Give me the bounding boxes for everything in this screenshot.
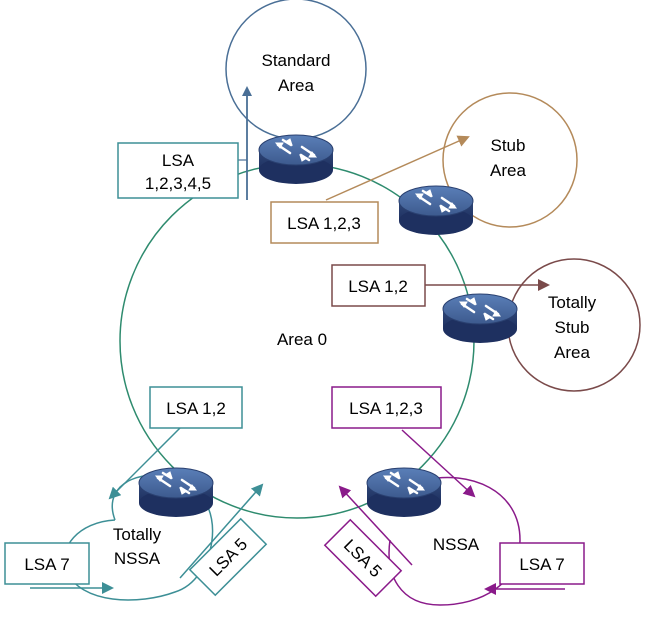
totally-stub-label-line2: Stub [555, 318, 590, 337]
lsa-label-nssa-ext: LSA 7 [519, 555, 564, 574]
lsa-arrow-totally-nssa-in [108, 427, 181, 500]
lsa-label-stub: LSA 1,2,3 [287, 214, 361, 233]
lsa-label-nssa-in: LSA 1,2,3 [349, 399, 423, 418]
router-icon [397, 184, 475, 237]
lsa-box-nssa-in [331, 386, 442, 429]
lsa-label-standard-line2: 1,2,3,4,5 [145, 174, 211, 193]
lsa-box-standard [117, 142, 239, 199]
stub-area-label-line1: Stub [491, 136, 526, 155]
lsa-box-nssa-ext [499, 542, 585, 585]
area0-label: Area 0 [277, 330, 327, 349]
lsa-arrow-stub [325, 135, 470, 201]
lsa-box-nssa-out: LSA 5 [323, 518, 403, 598]
router-icon [441, 292, 519, 345]
lsa-box-totally-nssa-ext [4, 542, 90, 585]
totally-stub-label-line3: Area [554, 343, 590, 362]
router-icon [257, 133, 335, 186]
lsa-box-stub [270, 201, 379, 244]
standard-area-label-line2: Area [278, 76, 314, 95]
standard-area-label-line1: Standard [262, 51, 331, 70]
lsa-box-totally-nssa-out: LSA 5 [188, 517, 268, 597]
lsa-label-totally-nssa-in: LSA 1,2 [166, 399, 226, 418]
router-icon [365, 466, 443, 519]
stub-area-circle [442, 92, 578, 228]
stub-area-label-line2: Area [490, 161, 526, 180]
lsa-arrow-totally-nssa-out [179, 483, 264, 579]
lsa-arrow-nssa-out [338, 485, 413, 566]
lsa-label-standard-line1: LSA [162, 151, 195, 170]
router-icon [137, 466, 215, 519]
totally-nssa-label-line1: Totally [113, 525, 162, 544]
nssa-label: NSSA [433, 535, 480, 554]
lsa-arrow-nssa-in [401, 429, 476, 498]
lsa-label-totally-stub: LSA 1,2 [348, 277, 408, 296]
totally-stub-label-line1: Totally [548, 293, 597, 312]
lsa-box-totally-stub [331, 264, 426, 307]
lsa-label-totally-nssa-ext: LSA 7 [24, 555, 69, 574]
lsa-box-totally-nssa-in [149, 386, 243, 429]
totally-nssa-label-line2: NSSA [114, 549, 161, 568]
